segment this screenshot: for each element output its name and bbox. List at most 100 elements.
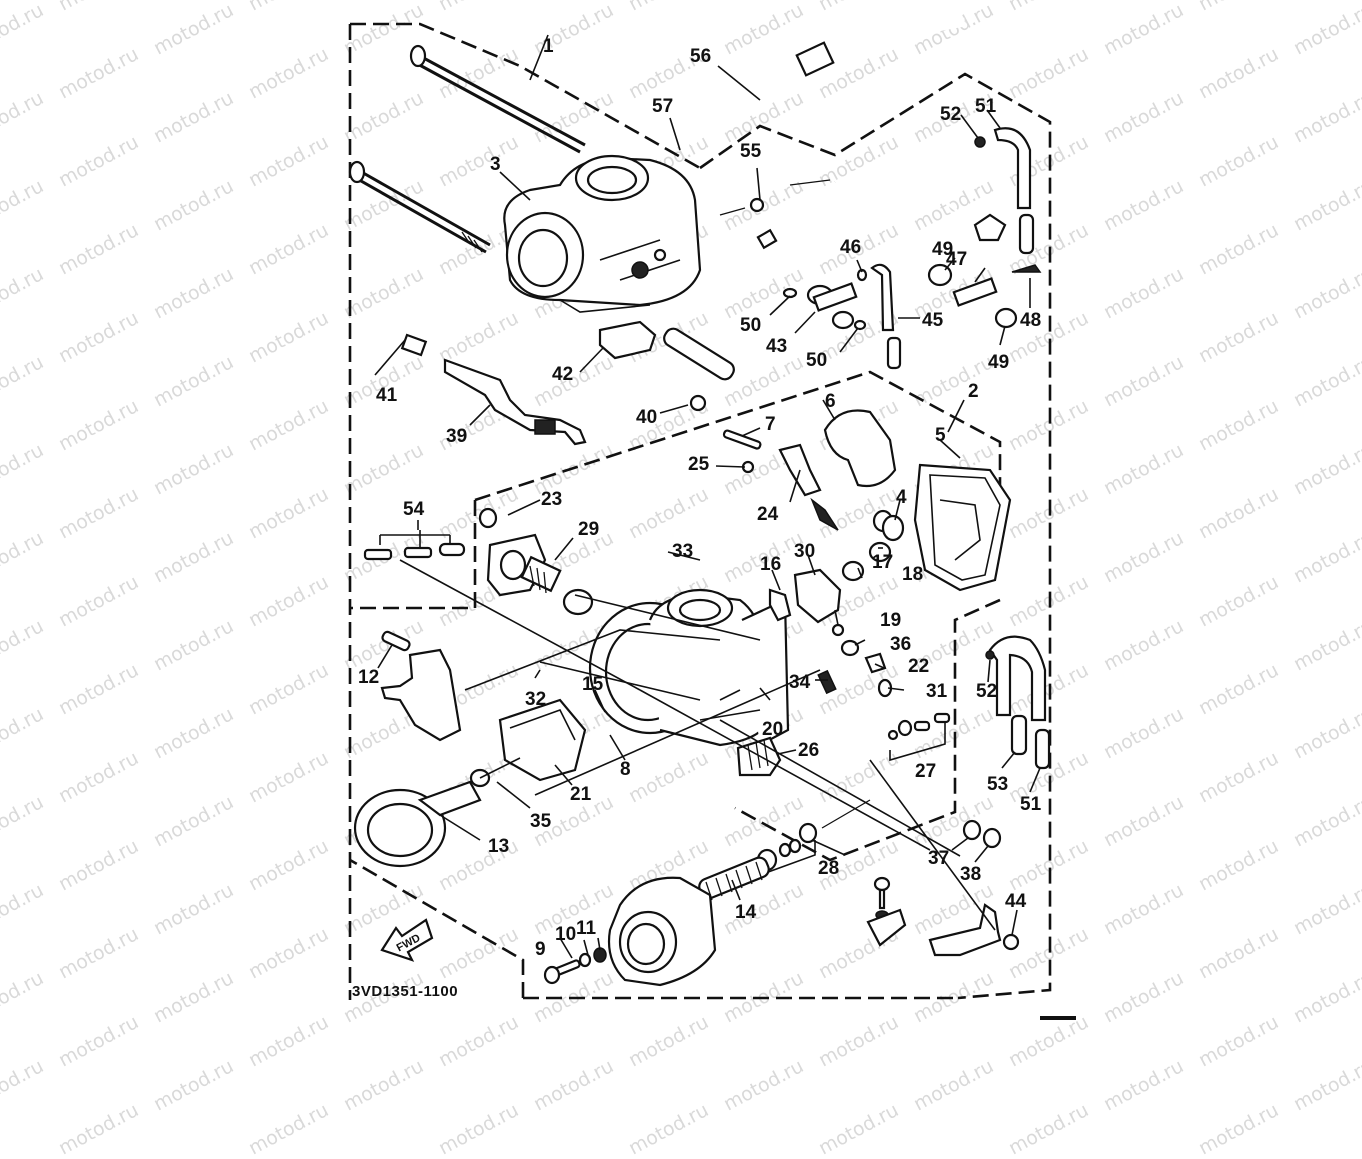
scale-mark <box>1040 1016 1076 1020</box>
watermark-text: motod.ru <box>1290 1055 1362 1116</box>
lever-group <box>400 320 735 446</box>
callout-c18: 18 <box>902 564 923 585</box>
callout-c51a: 51 <box>975 96 997 117</box>
breather-hose-upper <box>974 127 1035 255</box>
callout-c29: 29 <box>578 519 599 540</box>
watermark-text: motod.ru <box>55 1099 143 1159</box>
drawing-code: 3VD1351-1100 <box>352 983 459 1000</box>
vacuum-chamber-parts <box>353 698 587 868</box>
callout-c48: 48 <box>1020 310 1041 331</box>
callout-c2: 2 <box>968 381 979 402</box>
callout-c32: 32 <box>525 689 546 710</box>
watermark-text: motod.ru <box>910 1055 998 1116</box>
fitting-group <box>782 263 1042 370</box>
carburetor-top <box>503 154 702 313</box>
callout-c16: 16 <box>760 554 781 575</box>
callout-c35: 35 <box>530 811 552 832</box>
callout-c38: 38 <box>960 864 981 885</box>
callout-c24: 24 <box>757 504 779 525</box>
callout-c28: 28 <box>818 858 839 879</box>
callout-c44: 44 <box>1005 891 1027 912</box>
callout-c30: 30 <box>794 541 815 562</box>
callout-c3: 3 <box>490 154 501 175</box>
callout-c13: 13 <box>488 836 509 857</box>
callout-c36: 36 <box>890 634 911 655</box>
callout-c21: 21 <box>570 784 592 805</box>
callout-c11: 11 <box>576 918 597 939</box>
callout-c34: 34 <box>789 672 811 693</box>
callout-c50b: 50 <box>806 350 827 371</box>
callout-c45: 45 <box>922 310 944 331</box>
callout-c10: 10 <box>555 924 576 945</box>
lower-carburetor-body <box>588 588 790 747</box>
watermark-text: motod.ru <box>150 1055 238 1116</box>
callout-c20: 20 <box>762 719 783 740</box>
screws-9-11 <box>543 947 607 985</box>
callout-c7: 7 <box>765 414 776 435</box>
watermark-text: motod.ru <box>625 1099 713 1159</box>
callout-c40: 40 <box>636 407 657 428</box>
springs-54 <box>363 530 466 561</box>
forward-direction-arrow: FWD <box>380 918 434 962</box>
callout-c53: 53 <box>987 774 1008 795</box>
float-6 <box>823 409 897 488</box>
watermark-text: motod.ru <box>1005 1099 1093 1159</box>
chamber-cover-lower <box>607 876 717 987</box>
callout-c4: 4 <box>896 487 907 508</box>
callout-c49a: 49 <box>932 239 953 260</box>
callout-c56: 56 <box>690 46 711 67</box>
bracket-44 <box>866 876 1020 957</box>
spring-washer-group-28 <box>756 799 871 876</box>
callout-c15: 15 <box>582 674 604 695</box>
callout-c1: 1 <box>543 36 554 57</box>
callout-c8: 8 <box>620 759 631 780</box>
screw-group-27 <box>887 712 951 762</box>
callout-c57: 57 <box>652 96 673 117</box>
callout-c23: 23 <box>541 489 562 510</box>
callout-c51b: 51 <box>1020 794 1042 815</box>
throttle-cable <box>719 173 1007 250</box>
callout-c25: 25 <box>688 454 710 475</box>
exploded-parts-diagram: FWD 123456789101112131415161718192021222… <box>348 17 1076 1020</box>
needle-valve-group <box>722 429 905 582</box>
watermark-text: motod.ru <box>1100 1055 1188 1116</box>
callout-c47: 47 <box>946 249 967 270</box>
callout-c22: 22 <box>908 656 929 677</box>
callout-c54: 54 <box>403 499 425 520</box>
jet-group-30 <box>768 568 893 698</box>
callout-c19: 19 <box>880 610 901 631</box>
callout-c14: 14 <box>735 902 757 923</box>
watermark-text: motod.ru <box>0 1055 48 1116</box>
callout-c52a: 52 <box>940 104 961 125</box>
callout-c50a: 50 <box>740 315 761 336</box>
callout-c42: 42 <box>552 364 573 385</box>
watermark-text: motod.ru <box>1195 1099 1283 1159</box>
callout-c12: 12 <box>358 667 379 688</box>
callout-c31: 31 <box>926 681 948 702</box>
watermark-text: motod.ru <box>340 1055 428 1116</box>
assembly-boundary-2 <box>350 370 1002 862</box>
fuel-hose <box>686 17 966 148</box>
leader-lines <box>374 34 1041 959</box>
diaphragm-cover-29 <box>478 507 594 616</box>
callout-c6: 6 <box>825 391 836 412</box>
through-bolt-upper <box>409 44 586 154</box>
callout-c46: 46 <box>840 237 861 258</box>
watermark-text: motod.ru <box>720 1055 808 1116</box>
callout-c43: 43 <box>766 336 787 357</box>
callout-c52b: 52 <box>976 681 997 702</box>
watermark-text: motod.ru <box>815 1099 903 1159</box>
through-bolt-lower <box>348 160 491 254</box>
callout-c27: 27 <box>915 761 936 782</box>
washers-37-38 <box>962 819 1002 849</box>
assembly-boundary-1 <box>348 22 1052 1000</box>
watermark-text: motod.ru <box>245 1099 333 1159</box>
callout-c5: 5 <box>935 425 946 446</box>
callout-c17: 17 <box>872 552 893 573</box>
callout-c49b: 49 <box>988 352 1009 373</box>
callout-c33: 33 <box>672 541 693 562</box>
cover-bracket-12 <box>380 630 462 742</box>
watermark-text: motod.ru <box>435 1099 523 1159</box>
watermark-text: motod.ru <box>530 1055 618 1116</box>
